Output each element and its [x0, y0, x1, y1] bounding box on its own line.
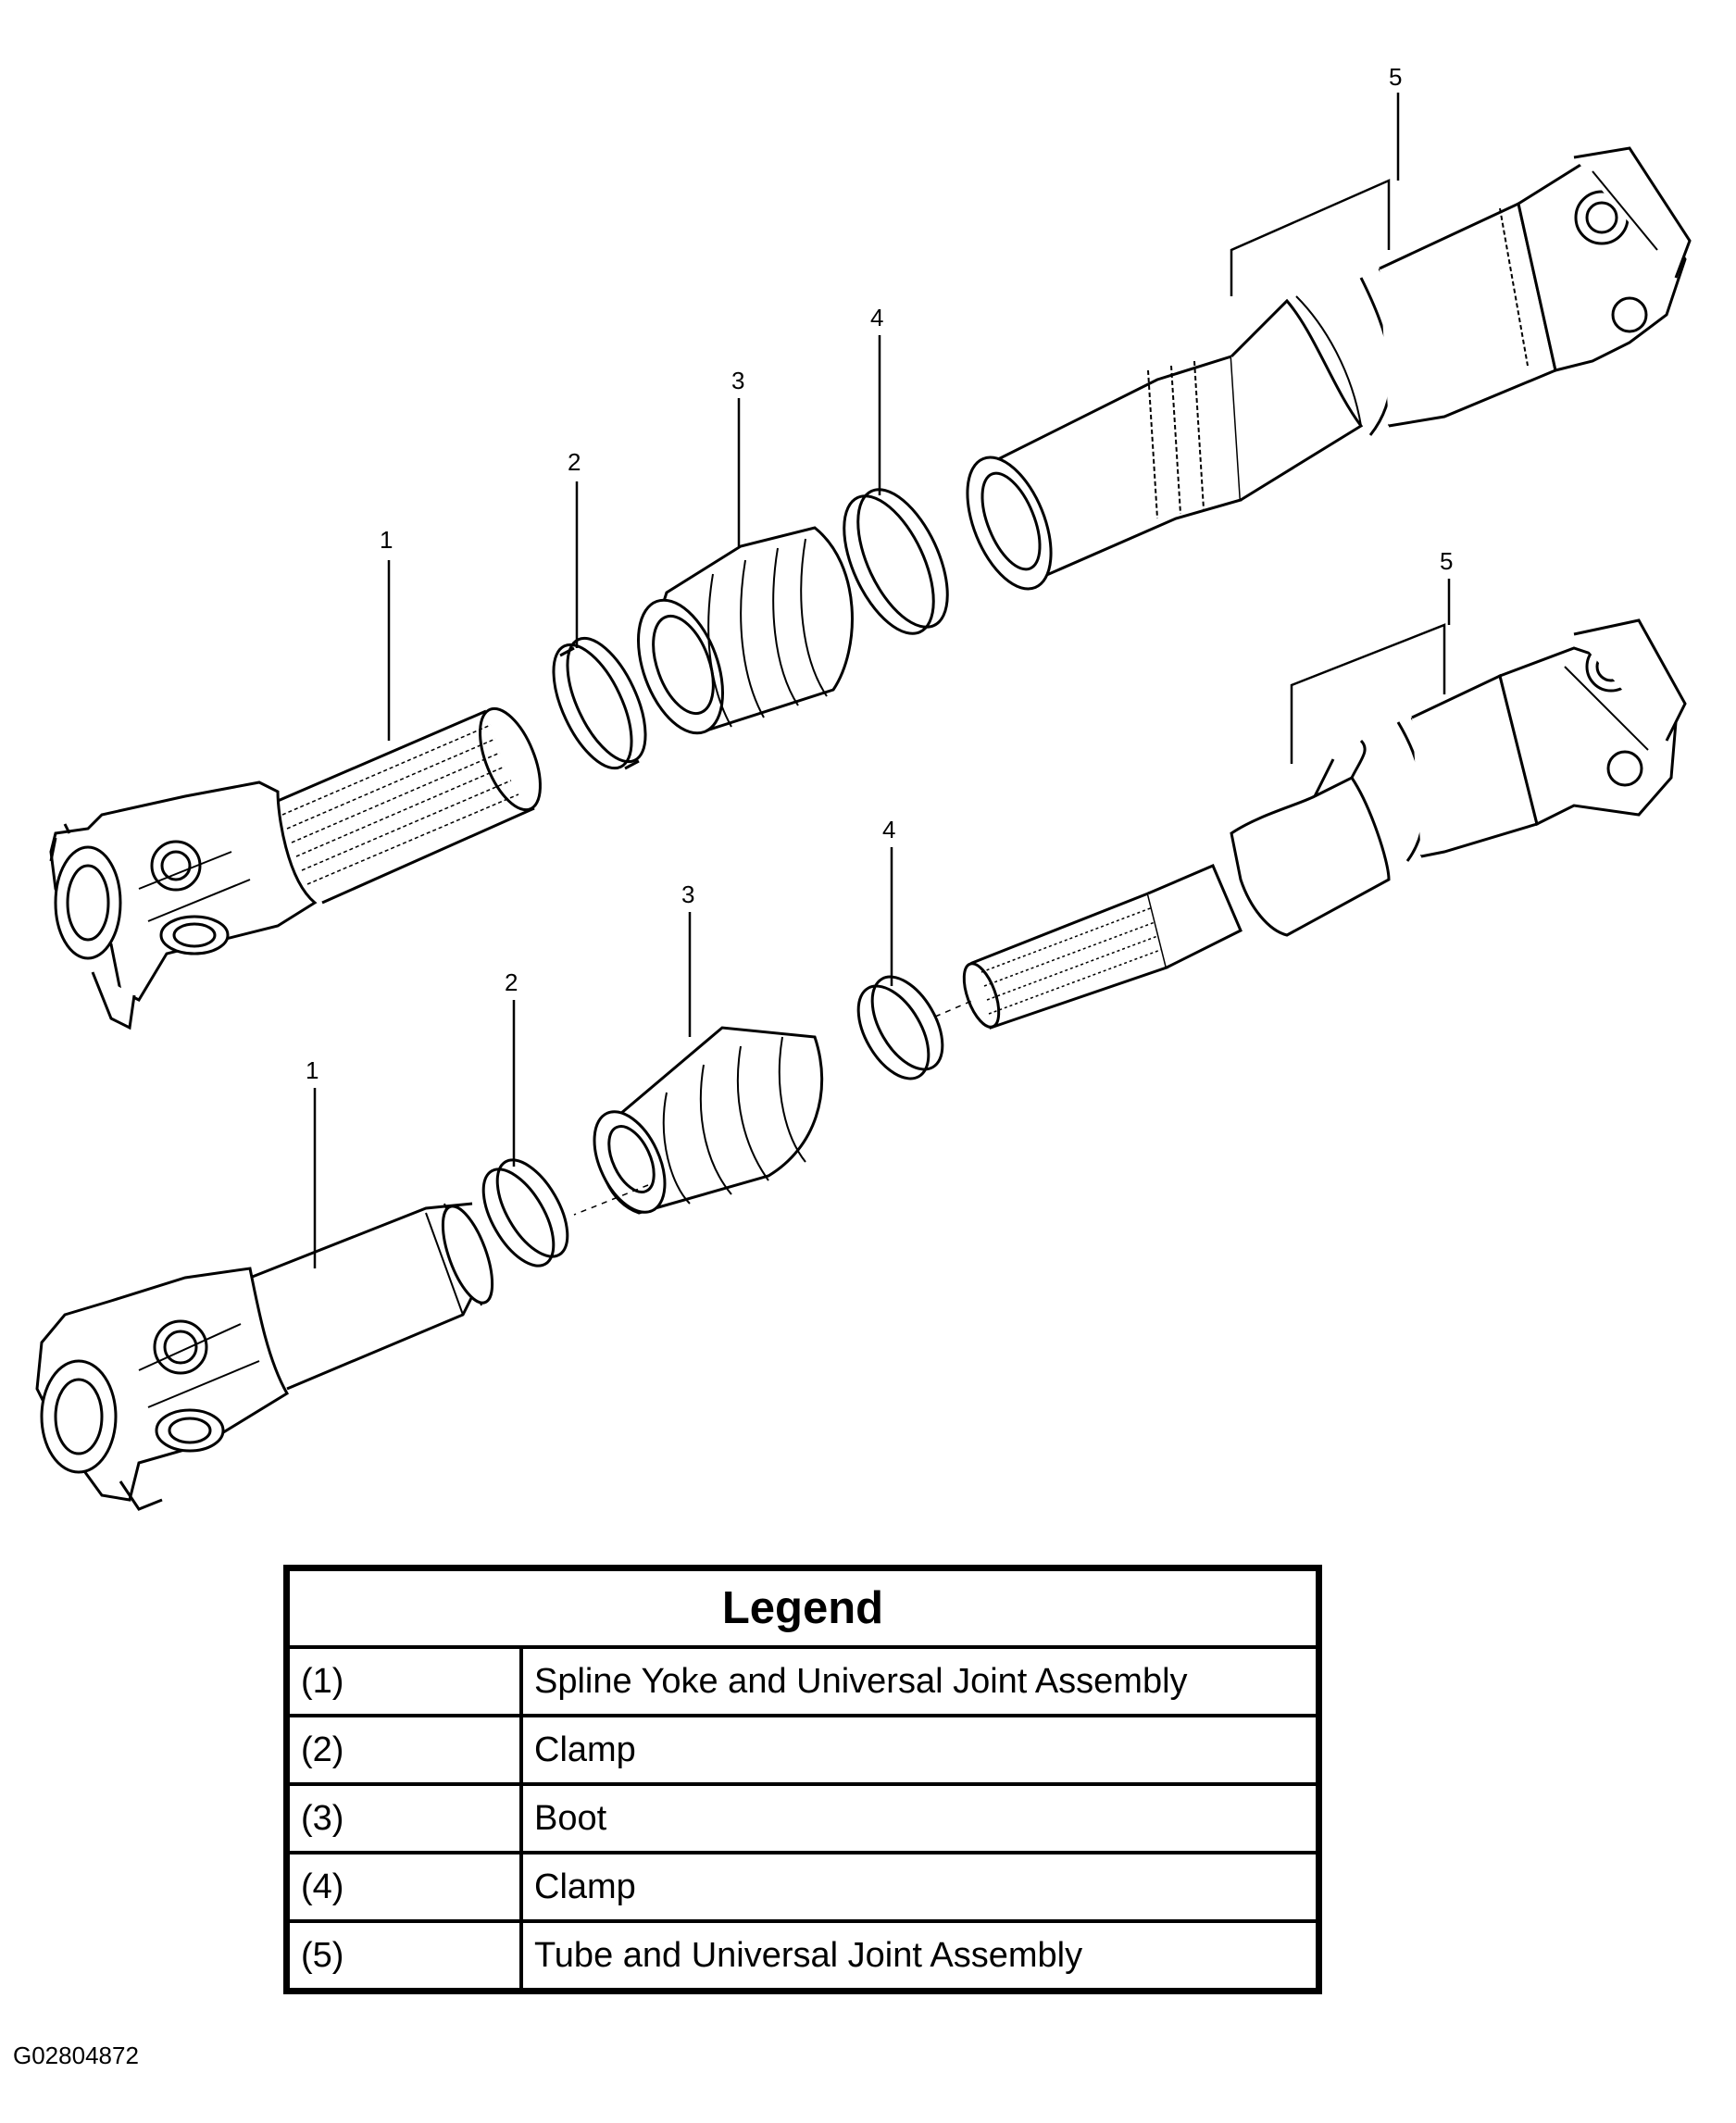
callout-leaders: [313, 93, 1451, 1268]
callout-upper-3: 3: [731, 367, 744, 394]
callout-lower-4: 4: [882, 816, 895, 843]
lower-clamp-4: [856, 975, 944, 1080]
center-lines: [573, 999, 975, 1216]
lower-spline-yoke-assembly: [35, 1202, 494, 1511]
legend-header-row: Legend: [284, 1566, 1321, 1649]
callout-upper-4: 4: [870, 304, 883, 331]
legend-row: (2) Clamp: [284, 1714, 1321, 1786]
lower-tube-assembly: [962, 618, 1687, 1030]
upper-clamp-2: [552, 636, 647, 770]
callout-lower-2: 2: [505, 968, 518, 996]
callout-upper-5: 5: [1389, 63, 1402, 91]
callout-upper-1: 1: [380, 526, 393, 554]
legend-row: (3) Boot: [284, 1782, 1321, 1855]
legend-title: Legend: [284, 1566, 1321, 1649]
exploded-driveshaft-diagram: 1 2 3 4 5 1 2 3 4 5: [35, 63, 1692, 1511]
figure-id: G02804872: [13, 2042, 139, 2069]
legend-row: (4) Clamp: [284, 1851, 1321, 1923]
upper-spline-yoke-assembly: [49, 706, 542, 1030]
legend-key: (2): [284, 1714, 523, 1786]
legend-row: (5) Tube and Universal Joint Assembly: [284, 1919, 1321, 1993]
legend-key: (1): [284, 1645, 523, 1717]
legend-row: (1) Spline Yoke and Universal Joint Asse…: [284, 1645, 1321, 1717]
lower-boot-3: [593, 1026, 824, 1215]
upper-clamp-4: [843, 488, 949, 635]
legend-description: Spline Yoke and Universal Joint Assembly: [519, 1645, 1321, 1717]
upper-boot-3: [636, 526, 854, 735]
legend-description: Clamp: [519, 1714, 1321, 1786]
lower-clamp-2: [481, 1158, 569, 1268]
legend-table: Legend (1) Spline Yoke and Universal Joi…: [283, 1565, 1322, 1994]
legend-key: (5): [284, 1919, 523, 1993]
legend-key: (3): [284, 1782, 523, 1855]
callout-lower-5: 5: [1440, 547, 1453, 575]
upper-assembly: [49, 146, 1692, 1030]
callout-upper-2: 2: [568, 448, 581, 476]
callout-lower-3: 3: [681, 880, 694, 908]
legend-description: Clamp: [519, 1851, 1321, 1923]
lower-assembly: [35, 618, 1687, 1511]
legend-description: Boot: [519, 1782, 1321, 1855]
callout-lower-1: 1: [306, 1056, 318, 1084]
upper-tube-assembly: [966, 146, 1692, 591]
legend-description: Tube and Universal Joint Assembly: [519, 1919, 1321, 1993]
legend-key: (4): [284, 1851, 523, 1923]
